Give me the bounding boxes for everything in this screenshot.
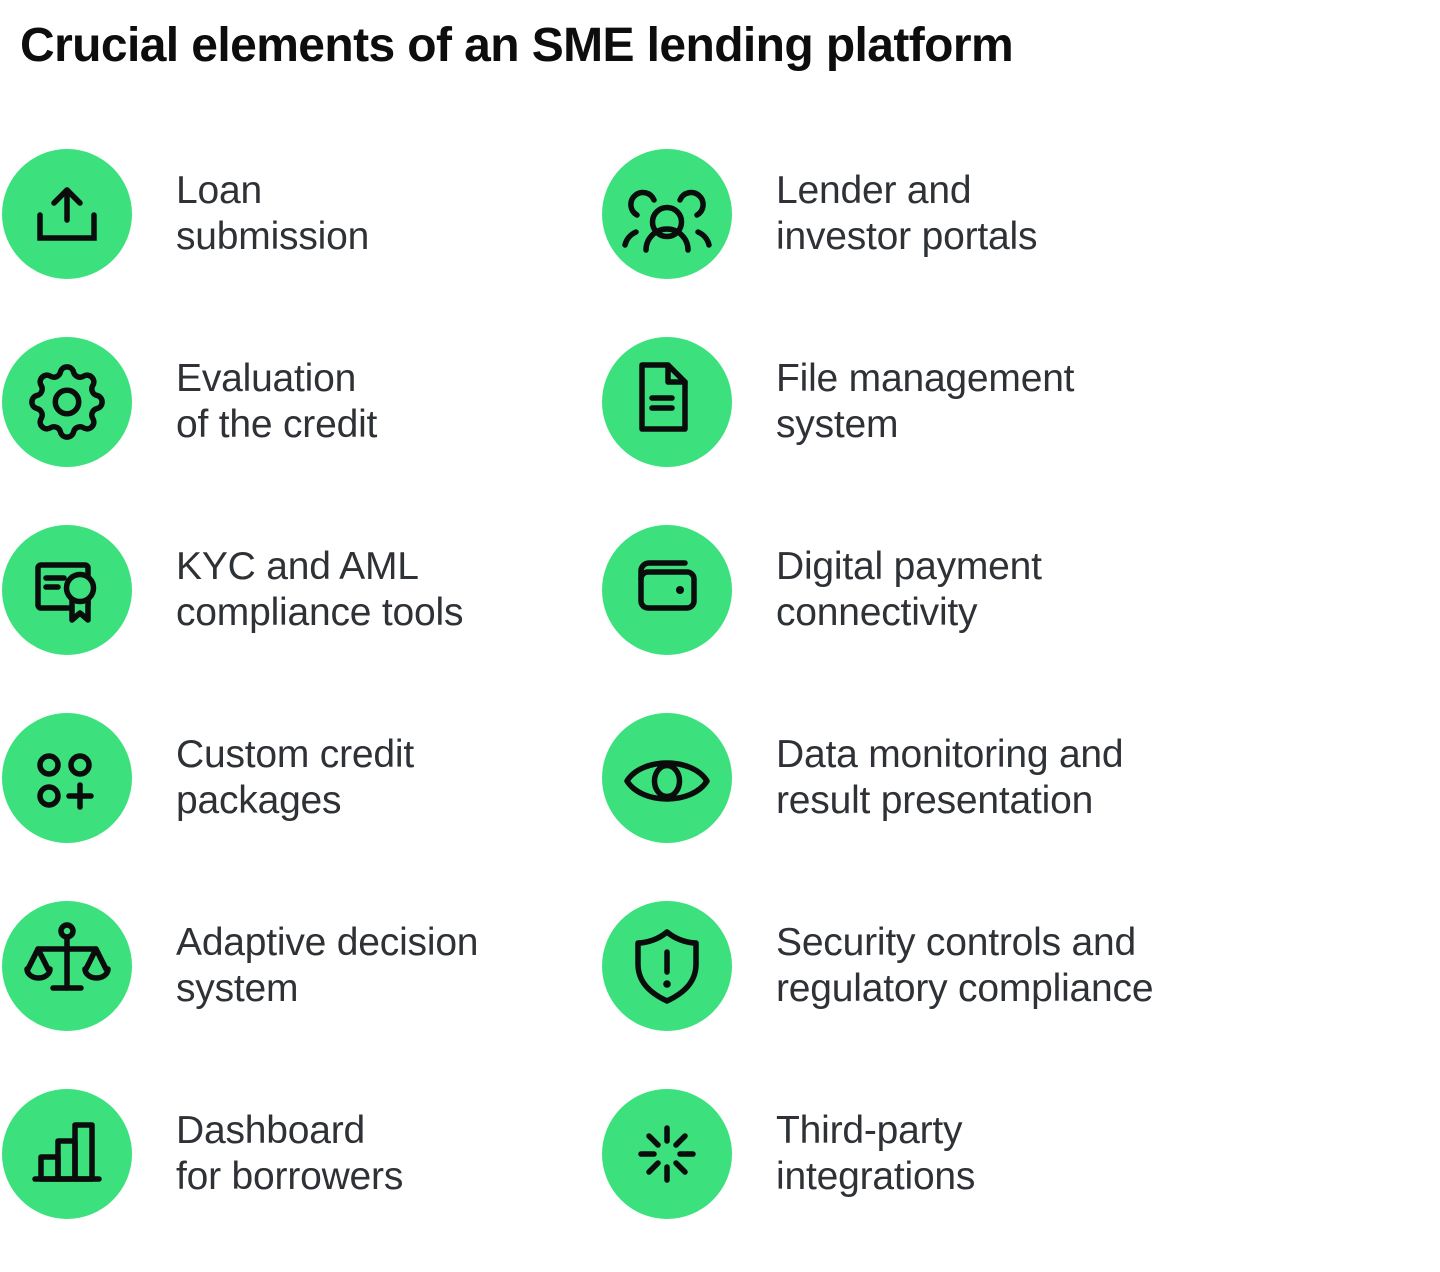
item-data-monitoring: Data monitoring and result presentation xyxy=(600,684,1440,872)
item-label: Lender and investor portals xyxy=(776,168,1037,260)
item-label-line1: Third-party xyxy=(776,1109,963,1152)
item-label-line2: connectivity xyxy=(776,591,978,634)
icon-bubble xyxy=(602,337,732,467)
bar-chart-icon xyxy=(32,1122,102,1182)
scales-icon xyxy=(24,922,111,991)
item-label-line2: result presentation xyxy=(776,779,1094,822)
item-label-line2: integrations xyxy=(776,1155,976,1198)
item-label-line1: Dashboard xyxy=(176,1109,365,1152)
item-third-party-integrations: Third-party integrations xyxy=(600,1060,1440,1248)
item-label: Security controls and regulatory complia… xyxy=(776,920,1154,1012)
item-label-line2: system xyxy=(776,403,899,446)
icon-bubble xyxy=(602,149,732,279)
eye-icon xyxy=(624,760,710,802)
icon-bubble xyxy=(2,337,132,467)
elements-grid: Loan submission Lender and investor port… xyxy=(0,120,1440,1248)
item-label-line1: KYC and AML xyxy=(176,545,419,588)
item-label-line2: packages xyxy=(176,779,342,822)
item-label: Custom credit packages xyxy=(176,732,414,824)
icon-bubble xyxy=(2,901,132,1031)
item-kyc-aml-compliance: KYC and AML compliance tools xyxy=(0,496,600,684)
item-credit-evaluation: Evaluation of the credit xyxy=(0,308,600,496)
item-label: Dashboard for borrowers xyxy=(176,1108,403,1200)
item-label-line1: File management xyxy=(776,357,1075,400)
item-loan-submission: Loan submission xyxy=(0,120,600,308)
item-label-line2: of the credit xyxy=(176,403,378,446)
icon-bubble xyxy=(602,713,732,843)
item-label-line1: Custom credit xyxy=(176,733,414,776)
item-label-line2: system xyxy=(176,967,299,1010)
page-title: Crucial elements of an SME lending platf… xyxy=(20,19,1014,72)
shapes-plus-icon xyxy=(37,753,94,810)
shield-alert-icon xyxy=(635,929,699,1004)
icon-bubble xyxy=(602,1089,732,1219)
item-label-line1: Loan xyxy=(176,169,262,212)
item-label: Evaluation of the credit xyxy=(176,356,377,448)
item-label-line2: investor portals xyxy=(776,215,1038,258)
item-label-line2: regulatory compliance xyxy=(776,967,1154,1010)
item-label-line2: for borrowers xyxy=(176,1155,404,1198)
item-label: Third-party integrations xyxy=(776,1108,975,1200)
item-label: Loan submission xyxy=(176,168,369,260)
item-label: File management system xyxy=(776,356,1075,448)
item-digital-payment: Digital payment connectivity xyxy=(600,496,1440,684)
item-label: Digital payment connectivity xyxy=(776,544,1042,636)
icon-bubble xyxy=(602,525,732,655)
item-label-line2: submission xyxy=(176,215,370,258)
item-file-management: File management system xyxy=(600,308,1440,496)
item-label-line1: Adaptive decision xyxy=(176,921,479,964)
item-custom-credit-packages: Custom credit packages xyxy=(0,684,600,872)
item-lender-investor-portals: Lender and investor portals xyxy=(600,120,1440,308)
item-label-line1: Lender and xyxy=(776,169,972,212)
item-label: KYC and AML compliance tools xyxy=(176,544,463,636)
icon-bubble xyxy=(602,901,732,1031)
icon-bubble xyxy=(2,525,132,655)
document-icon xyxy=(639,362,688,432)
wallet-icon xyxy=(638,560,697,611)
people-group-icon xyxy=(622,189,712,253)
upload-icon xyxy=(37,187,97,241)
item-label-line1: Security controls and xyxy=(776,921,1136,964)
item-security-compliance: Security controls and regulatory complia… xyxy=(600,872,1440,1060)
item-label-line2: compliance tools xyxy=(176,591,464,634)
icon-bubble xyxy=(2,1089,132,1219)
item-label: Adaptive decision system xyxy=(176,920,478,1012)
item-borrower-dashboard: Dashboard for borrowers xyxy=(0,1060,600,1248)
spinner-burst-icon xyxy=(638,1125,696,1183)
certificate-icon xyxy=(35,562,97,623)
item-label-line1: Data monitoring and xyxy=(776,733,1124,776)
icon-bubble xyxy=(2,713,132,843)
gear-icon xyxy=(2,337,132,467)
item-label: Data monitoring and result presentation xyxy=(776,732,1124,824)
icon-bubble xyxy=(2,149,132,279)
item-label-line1: Evaluation xyxy=(176,357,357,400)
item-label-line1: Digital payment xyxy=(776,545,1042,588)
item-adaptive-decision: Adaptive decision system xyxy=(0,872,600,1060)
